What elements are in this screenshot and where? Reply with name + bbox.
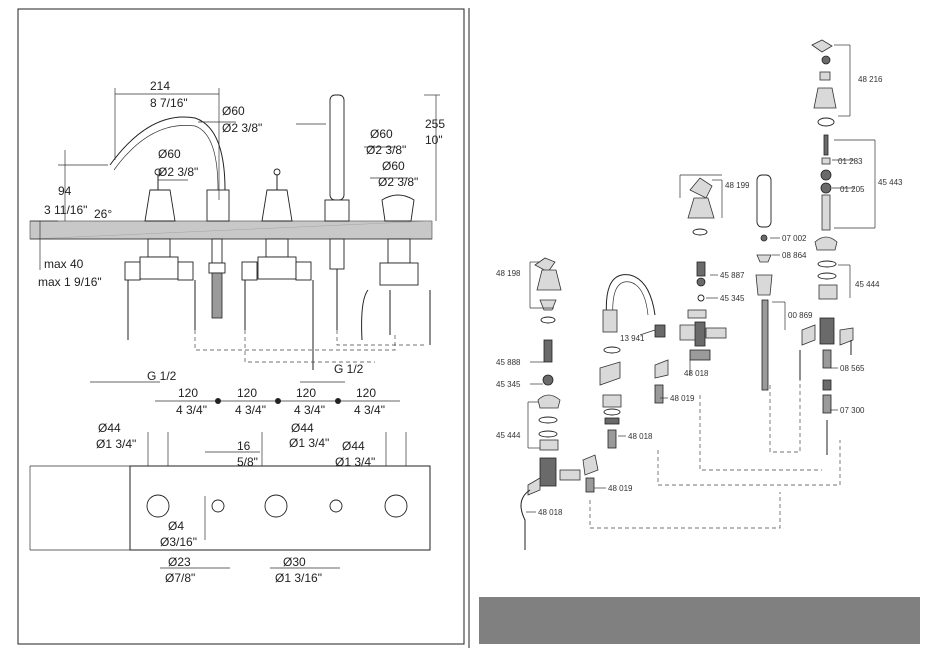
deck-cutout-plan xyxy=(29,432,431,569)
part-48198: 48 198 xyxy=(496,269,521,278)
part-01283: 01 283 xyxy=(838,157,863,166)
part-00869: 00 869 xyxy=(788,311,813,320)
dim-spacing-3-in: 4 3/4" xyxy=(294,403,325,417)
part-45887: 45 887 xyxy=(720,271,745,280)
dim-thread-left: G 1/2 xyxy=(147,369,177,383)
hand-shower xyxy=(329,94,345,201)
part-48216: 48 216 xyxy=(858,75,883,84)
cutout-hole2-mm: Ø44 xyxy=(291,421,314,435)
cutout-gap-in: 5/8" xyxy=(237,455,258,469)
dim-max-mm: max 40 xyxy=(44,257,84,271)
dim-spacing-1-mm: 120 xyxy=(178,386,198,400)
dim-handle2-d-in: Ø2 3/8" xyxy=(378,175,418,189)
part-13941: 13 941 xyxy=(620,334,645,343)
dim-width-mm: 214 xyxy=(150,79,170,93)
part-48199: 48 199 xyxy=(725,181,750,190)
dim-height-mm: 255 xyxy=(425,117,445,131)
cutout-mid-mm: Ø30 xyxy=(283,555,306,569)
cutout-hole1-mm: Ø44 xyxy=(98,421,121,435)
dim-spout-d-in: Ø2 3/8" xyxy=(222,121,262,135)
cutout-hole-2 xyxy=(264,494,288,518)
cutout-hole-1 xyxy=(146,494,170,518)
cutout-mid-in: Ø1 3/16" xyxy=(275,571,322,585)
part-45443: 45 443 xyxy=(878,178,903,187)
dim-shower-d-in: Ø2 3/8" xyxy=(366,143,406,157)
part-48019b: 48 019 xyxy=(608,484,633,493)
cutout-pin-hole xyxy=(211,499,225,513)
part-07300: 07 300 xyxy=(840,406,865,415)
left-panel-frame xyxy=(17,8,465,645)
cutout-gap-mm: 16 xyxy=(237,439,251,453)
dim-spacing-4-in: 4 3/4" xyxy=(354,403,385,417)
cutout-small-mm: Ø23 xyxy=(168,555,191,569)
dim-spacing-2-mm: 120 xyxy=(237,386,257,400)
dim-spout-h-mm: 94 xyxy=(58,184,72,198)
dim-max-in: max 1 9/16" xyxy=(38,275,102,289)
part-08864: 08 864 xyxy=(782,251,807,260)
dim-spacing-1-in: 4 3/4" xyxy=(176,403,207,417)
cutout-hole2-in: Ø1 3/4" xyxy=(289,436,329,450)
part-48019a: 48 019 xyxy=(670,394,695,403)
dim-spout-h-in: 3 11/16" xyxy=(44,203,87,217)
footer-bar xyxy=(479,597,920,644)
exploded-parts-view xyxy=(520,39,854,550)
dim-handle2-d-mm: Ø60 xyxy=(382,159,405,173)
dim-spacing-4-mm: 120 xyxy=(356,386,376,400)
part-45345b: 45 345 xyxy=(496,380,521,389)
cutout-small-in: Ø7/8" xyxy=(165,571,195,585)
part-leader-lines xyxy=(526,44,876,513)
dim-handle-d-mm: Ø60 xyxy=(158,147,181,161)
part-45444b: 45 444 xyxy=(496,431,521,440)
dimension-lines xyxy=(30,88,440,404)
part-48018c: 48 018 xyxy=(538,508,563,517)
cutout-mid-hole xyxy=(329,499,343,513)
dim-spout-d-mm: Ø60 xyxy=(222,104,245,118)
left-handle xyxy=(144,189,176,222)
faucet-elevation-view xyxy=(29,94,433,370)
spout-arc xyxy=(109,116,226,191)
part-45888: 45 888 xyxy=(496,358,521,367)
cutout-hole-3 xyxy=(384,494,408,518)
part-48018b: 48 018 xyxy=(628,432,653,441)
part-01205: 01 205 xyxy=(840,185,865,194)
part-48018a: 48 018 xyxy=(684,369,709,378)
cutout-pin-in: Ø3/16" xyxy=(160,535,197,549)
part-07002: 07 002 xyxy=(782,234,807,243)
cutout-pin-mm: Ø4 xyxy=(168,519,184,533)
dim-shower-d-mm: Ø60 xyxy=(370,127,393,141)
cutout-hole1-in: Ø1 3/4" xyxy=(96,437,136,451)
dim-spacing-3-mm: 120 xyxy=(296,386,316,400)
part-08565: 08 565 xyxy=(840,364,865,373)
part-45444a: 45 444 xyxy=(855,280,880,289)
middle-handle xyxy=(261,189,293,222)
dim-width-in: 8 7/16" xyxy=(150,96,188,110)
dim-height-in: 10" xyxy=(425,133,443,147)
dim-spacing-2-in: 4 3/4" xyxy=(235,403,266,417)
part-45345a: 45 345 xyxy=(720,294,745,303)
dim-thread-right: G 1/2 xyxy=(334,362,364,376)
cutout-hole3-in: Ø1 3/4" xyxy=(335,455,375,469)
dim-angle: 26° xyxy=(94,207,112,221)
cutout-hole3-mm: Ø44 xyxy=(342,439,365,453)
right-handle xyxy=(381,194,415,222)
dim-handle-d-in: Ø2 3/8" xyxy=(158,165,198,179)
